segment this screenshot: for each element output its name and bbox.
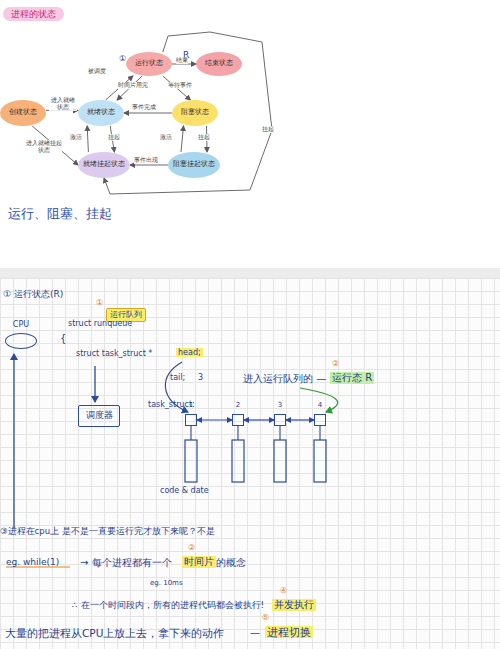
node-text: 阻塞挂起状态 — [173, 161, 215, 169]
callout-number: ⑤ — [262, 613, 269, 622]
handwritten-note: 进入运行队列的 — — [243, 373, 326, 385]
node-text: 运行状态 — [135, 60, 163, 68]
state-transition — [130, 165, 168, 166]
highlight-text: 并发执行 — [272, 599, 316, 611]
state-bubble: 就绪状态 — [78, 100, 124, 126]
handwritten-note: eg. 10ms — [150, 579, 183, 587]
code-text: tail; — [170, 373, 185, 382]
code-data-block — [314, 440, 326, 482]
edge-label: 进入就绪挂起状态 — [26, 140, 62, 154]
node-text: 运行队列 — [110, 311, 142, 320]
edge-label: 进入就绪状态 — [49, 97, 77, 111]
title-tag: 进程的状态 — [3, 7, 64, 21]
task-struct-box: 1 — [185, 414, 197, 426]
state-transition — [87, 126, 88, 152]
task-struct-box: 3 — [274, 414, 286, 426]
code-text: task_struct: — [148, 400, 195, 409]
state-bubble: 阻塞状态 — [172, 100, 218, 126]
edge-label: 事件出现 — [134, 157, 158, 164]
code-text: { — [60, 333, 66, 345]
callout-number: ① — [119, 54, 126, 63]
node-text: 结束状态 — [205, 60, 233, 68]
highlight-text: 进程切换 — [265, 626, 313, 638]
enqueue-arrow — [300, 388, 338, 412]
leader-line — [94, 366, 95, 402]
queue-link — [244, 419, 274, 420]
state-bubble: 结束状态 — [196, 52, 242, 76]
state-bubble: 运行状态 — [126, 52, 172, 76]
grid-paper — [0, 278, 500, 649]
task-struct-box: 2 — [232, 414, 244, 426]
node-text: 就绪挂起状态 — [83, 161, 125, 169]
node-heading: 2 — [236, 402, 240, 410]
edge-label: 结束 — [176, 57, 188, 64]
handwritten-note: ∴ 在一个时间段内，所有的进程代码都会被执行! — [72, 600, 264, 610]
node-text: 就绪状态 — [87, 109, 115, 117]
node-heading: 4 — [318, 402, 322, 410]
node-heading: 3 — [278, 402, 282, 410]
queue-link — [286, 419, 314, 420]
handwritten-note: → 每个进程都有一个 — [80, 557, 172, 569]
edge-label: 被调度 — [88, 68, 106, 75]
state-transition — [181, 126, 184, 152]
task-struct-box: 4 — [314, 414, 326, 426]
edge-label: 挂起 — [198, 134, 210, 141]
leader-line — [13, 354, 14, 528]
callout-number: ④ — [280, 586, 287, 595]
handwritten-note: 运行、阻塞、挂起 — [8, 207, 112, 222]
edge-label: 挂起 — [108, 134, 120, 141]
state-transition — [104, 32, 272, 194]
handwritten-note: ③进程在cpu上 是不是一直要运行完才放下来呢？不是 — [0, 527, 215, 537]
code-text: struct task_struct * — [76, 349, 152, 358]
link-line — [237, 426, 238, 440]
state-transition — [124, 113, 172, 114]
code-data-block — [232, 440, 244, 482]
node-text: 阻塞状态 — [181, 109, 209, 117]
edge-label: 激活 — [70, 134, 82, 141]
code-data-block — [274, 440, 286, 482]
state-bubble: 阻塞挂起状态 — [168, 152, 220, 178]
node-heading: CPU — [13, 321, 29, 330]
section-heading: ① 运行状态(R) — [3, 289, 63, 299]
edge-label: 等待事件 — [168, 82, 192, 89]
code-data-block — [185, 440, 197, 482]
link-line — [279, 426, 280, 440]
link-line — [319, 426, 320, 440]
code-text: 3 — [198, 373, 203, 382]
handwritten-note: 的概念 — [216, 557, 246, 569]
node-text: 创建状态 — [9, 109, 37, 117]
handwritten-note: code & date — [160, 486, 209, 495]
queue-link — [197, 419, 232, 420]
edge-label: 激活 — [160, 134, 172, 141]
cpu-ellipse: CPU — [5, 333, 37, 349]
node-text: 调度器 — [86, 411, 113, 421]
edge-label: 时间片用完 — [118, 82, 148, 89]
code-text: struct runqueue — [68, 319, 132, 328]
handwritten-note: — — [250, 627, 260, 639]
scheduler-box: 调度器 — [78, 405, 120, 427]
state-bubble: 就绪挂起状态 — [78, 152, 130, 178]
highlight-text: 运行态 R — [330, 372, 374, 384]
handwritten-note: eg. while(1) — [6, 557, 59, 567]
code-text: head; — [176, 348, 203, 357]
callout-number: ② — [332, 359, 339, 368]
link-line — [190, 426, 191, 440]
page-separator — [0, 268, 500, 278]
callout-number: ② — [188, 543, 195, 552]
edge-label: 事件完成 — [132, 104, 156, 111]
highlight-text: 时间片 — [182, 556, 216, 568]
state-bubble: 创建状态 — [0, 100, 46, 126]
edge-label: 挂起 — [262, 126, 274, 133]
callout-number: ① — [96, 298, 103, 307]
handwritten-note: 大量的把进程从CPU上放上去，拿下来的动作 — [5, 627, 224, 639]
